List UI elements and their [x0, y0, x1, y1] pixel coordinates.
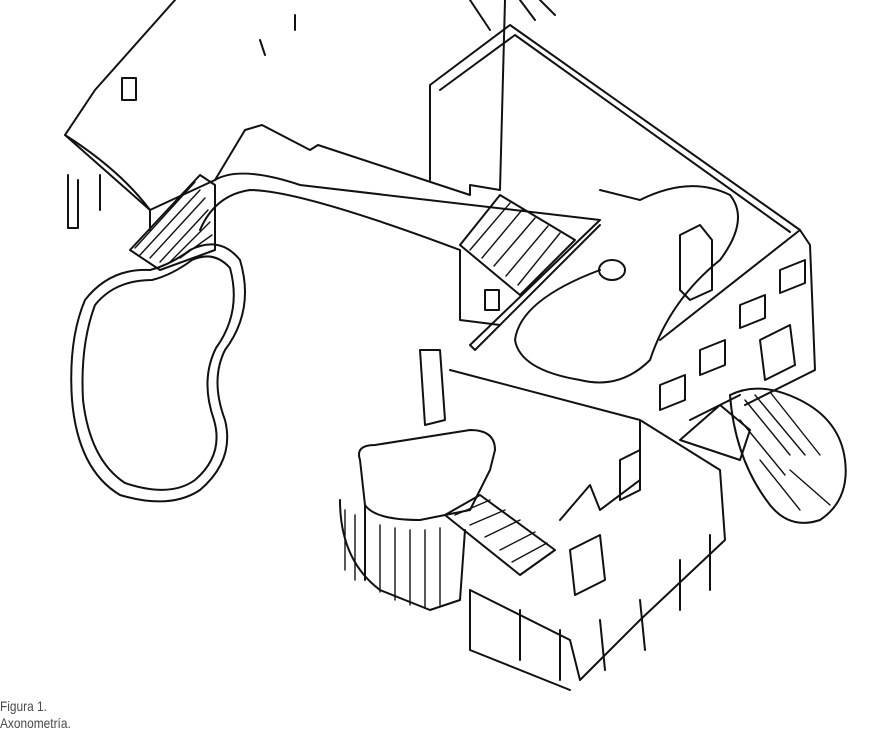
- entry-path: [679, 394, 751, 461]
- left-wall: [99, 174, 151, 231]
- front-block: [449, 369, 726, 681]
- figure-label: Figura 1.: [0, 698, 47, 714]
- window: [484, 289, 500, 311]
- terrace-chimney: [679, 224, 713, 301]
- left-roof-edge: [64, 134, 151, 211]
- building-top-inner: [439, 34, 791, 233]
- front-railings: [469, 534, 711, 691]
- left-pillar: [67, 174, 79, 229]
- front-windows: [569, 449, 641, 596]
- pool-inner: [81, 255, 235, 491]
- tower-wall: [339, 499, 466, 611]
- walkway-inner: [199, 189, 501, 326]
- top-posts: [259, 0, 556, 56]
- hatched-ramp: [129, 174, 216, 271]
- windows-right: [659, 259, 806, 411]
- pool-outer: [70, 243, 246, 503]
- roof-chimney: [121, 77, 137, 101]
- skylight-circle: [598, 259, 626, 281]
- hatched-car-area: [729, 387, 847, 524]
- rounded-terrace: [514, 185, 739, 384]
- stair-tower: [358, 349, 496, 521]
- hatched-canopy: [444, 494, 556, 576]
- curved-walkway: [214, 172, 601, 351]
- main-building: [429, 24, 816, 406]
- hatched-cylinder: [344, 509, 441, 609]
- figure-caption-text: Axonometría.: [0, 715, 71, 731]
- left-roof: [64, 0, 506, 211]
- figure-caption: Figura 1. Axonometría.: [0, 698, 71, 732]
- hatched-roof-center: [459, 194, 576, 296]
